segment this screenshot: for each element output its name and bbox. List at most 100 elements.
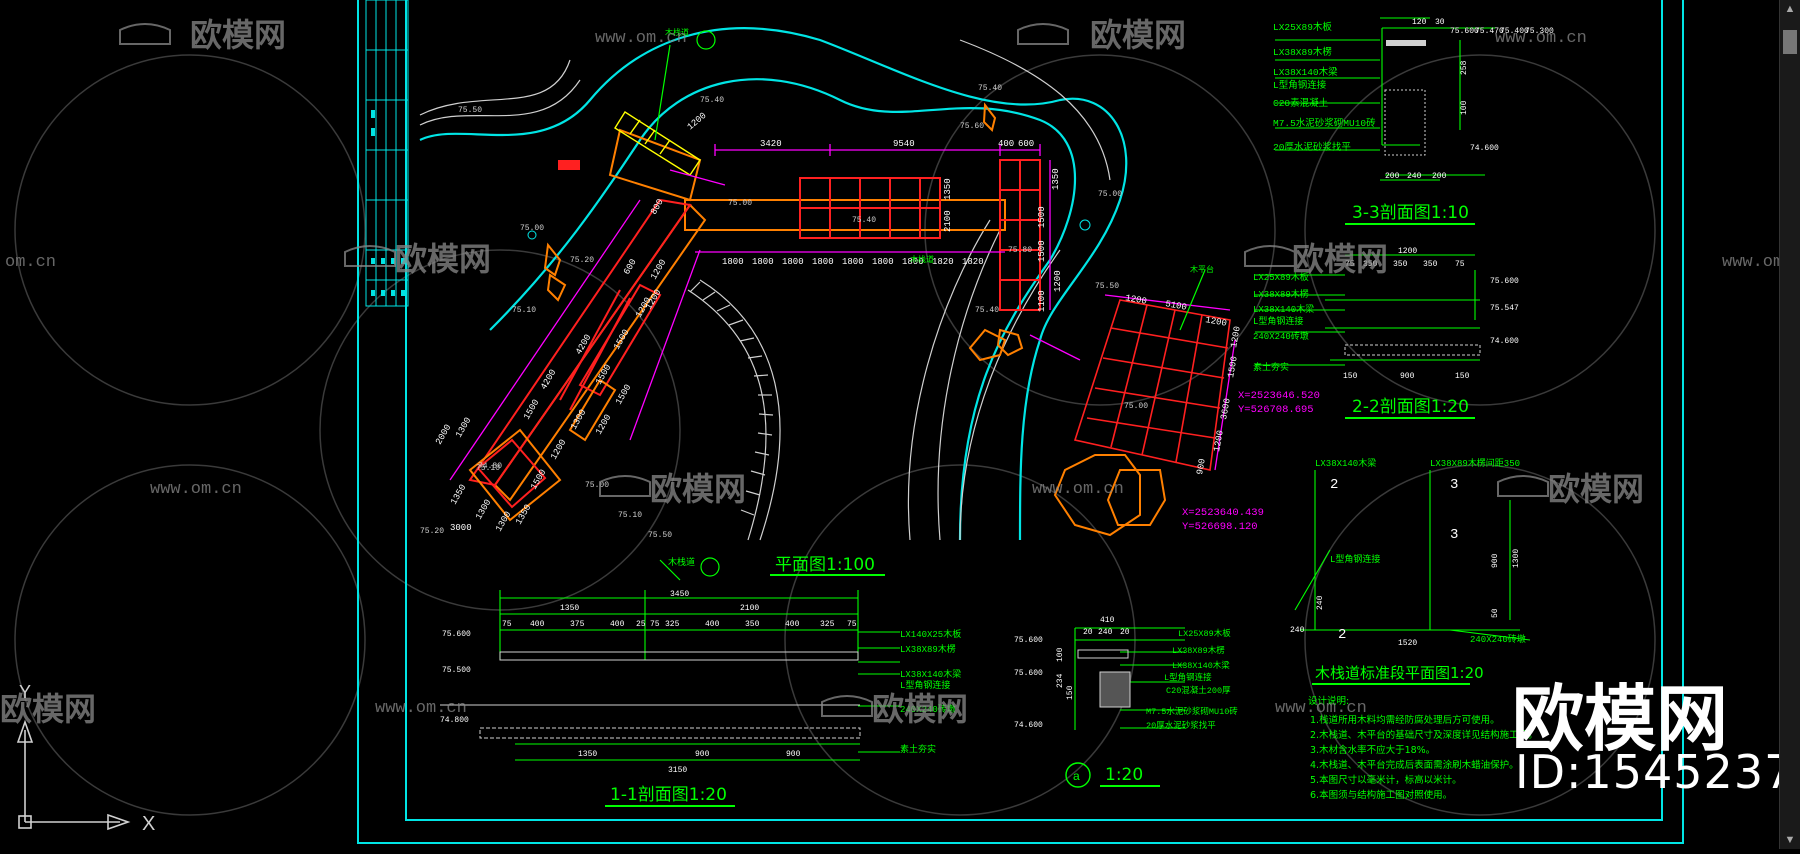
level-5: 75.10 [512, 306, 536, 315]
level-3: 75.00 [520, 224, 544, 233]
plan-dim-diag-19: 1500 [614, 383, 633, 407]
plan-title: 平面图1:100 [770, 555, 885, 576]
sa-label-3: LX38X140木梁 [1172, 660, 1230, 671]
s22-dim-12: 150 [1455, 372, 1470, 381]
s22-dim-1: 1200 [1398, 247, 1417, 256]
scrollbar-thumb[interactable] [1783, 30, 1797, 54]
boardwalk-diagonal [468, 128, 707, 522]
sa-marker: a [1073, 769, 1080, 783]
coord2-x: X=2523640.439 [1182, 507, 1264, 519]
platform-dim-7: 1200 [1212, 430, 1226, 453]
s33-label-3: LX38X140木梁 [1273, 66, 1338, 78]
s22-dim-8: 75.547 [1490, 304, 1519, 313]
wd-dim-5: 1300 [1512, 549, 1521, 568]
platform-dim-1: 1200 [1124, 293, 1147, 307]
plan-dim-right-6: 1100 [1037, 290, 1047, 312]
sa-dim-2: 20 [1083, 628, 1093, 637]
sa-label-4: L型角钢连接 [1164, 672, 1212, 683]
stepping-stones [687, 279, 781, 541]
notes-item-5: 5.本图尺寸以毫米计，标高以米计。 [1310, 774, 1462, 786]
wd-title: 木栈道标准段平面图1:20 [1315, 664, 1484, 682]
wd-label-1: LX38X140木梁 [1315, 457, 1376, 469]
wd-dim-3: 240 [1290, 626, 1305, 635]
sa-title: 1:20 [1105, 765, 1143, 785]
s22-title: 2-2剖面图1:20 [1352, 397, 1469, 417]
vertical-scrollbar[interactable]: ▲ ▼ [1779, 0, 1800, 849]
s33-dim-10: 240 [1407, 172, 1422, 181]
level-15: 75.10 [618, 511, 642, 520]
s11-label-6: 素土夯实 [900, 743, 936, 755]
level-8: 75.60 [960, 122, 984, 131]
s22-label-3: LX38X140木梁 [1253, 303, 1314, 315]
s33-dim-3: 75.600 [1450, 27, 1479, 36]
wm-url-7: www.om.cn [375, 699, 467, 718]
s22-dim-4: 350 [1393, 260, 1408, 269]
plan-callouts: 木栈道 木平台 木栈道 [665, 27, 1214, 274]
sa-dim-1: 410 [1100, 616, 1115, 625]
sa-dim-10: 150 [1066, 685, 1075, 700]
s11-label-4: L型角钢连接 [900, 679, 950, 691]
scroll-down-icon[interactable]: ▼ [1784, 834, 1796, 846]
level-16: 75.50 [648, 531, 672, 540]
wd-label-2: LX38X89木楞间距350 [1430, 457, 1520, 469]
plan-dim-diag-23: 3000 [450, 523, 472, 533]
wm-brand-1: 欧模网 [190, 16, 286, 54]
platform-dim-2: 5100 [1164, 299, 1187, 313]
s11-label-5: 240X240砖墩 [900, 703, 956, 715]
s11-label-2: LX38X89木楞 [900, 643, 956, 655]
watermarks: 欧模网 欧模网 欧模网 欧模网 欧模网 欧模网 欧模网 欧模网 www.om.c… [0, 16, 1800, 728]
ucs-y-label: Y [19, 682, 31, 702]
plan-dim-row-8: 1820 [932, 257, 954, 267]
s33-dim-2: 30 [1435, 18, 1445, 27]
sa-label-6: M7.5水泥砂浆砌MU10砖 [1146, 706, 1238, 717]
s22-dim-11: 900 [1400, 372, 1415, 381]
plan-coords: X=2523646.520 Y=526708.695 X=2523640.439… [1182, 390, 1320, 533]
s33-dim-7: 258 [1460, 60, 1469, 75]
s11-mid-2: 400 [530, 620, 545, 629]
title-block-marks [371, 110, 405, 296]
sa-dim-7: 74.600 [1014, 721, 1043, 730]
level-platform: 75.00 [1124, 402, 1148, 411]
plan-dim-diag-3: 1200 [686, 111, 709, 133]
s11-title: 1-1剖面图1:20 [610, 785, 727, 805]
ucs-x-label: X [142, 813, 155, 835]
level-17: 75.00 [728, 199, 752, 208]
s11-mid-6: 75 [650, 620, 660, 629]
s22-dim-10: 150 [1343, 372, 1358, 381]
wm-url-1: www.om.cn [595, 29, 687, 48]
wm-brand-5: 欧模网 [650, 470, 746, 508]
s11-mid-4: 400 [610, 620, 625, 629]
wm-url-3: om.cn [5, 253, 56, 272]
section-a: LX25X89木板 LX38X89木楞 LX38X140木梁 L型角钢连接 C2… [1014, 616, 1238, 788]
plan-dim-diag-6: 4200 [539, 368, 558, 392]
plan-dim-top-1: 3420 [760, 139, 782, 149]
plan-dim-row-2: 1800 [752, 257, 774, 267]
level-main: 75.40 [852, 216, 876, 225]
plan-dim-top-2: 9540 [893, 139, 915, 149]
plan-dim-right-3: 2100 [943, 210, 953, 232]
wm-url-5: www.om.cn [150, 480, 242, 499]
s33-label-4: L型角钢连接 [1273, 79, 1327, 91]
plan-dim-row-9: 1820 [962, 257, 984, 267]
section-11: LX140X25木板 LX38X89木楞 LX38X140木梁 L型角钢连接 2… [440, 556, 961, 807]
plan-dim-top-4: 600 [1018, 139, 1034, 149]
level-2: 75.40 [700, 96, 724, 105]
s11-bot-4: 3150 [668, 766, 687, 775]
s11-bot-2: 900 [695, 750, 710, 759]
scroll-up-icon[interactable]: ▲ [1784, 3, 1796, 15]
s11-mid-7: 325 [665, 620, 680, 629]
notes-item-4: 4.木栈道、木平台完成后表面需涂刷木蜡油保护。 [1310, 759, 1519, 771]
wd-label-3: L型角钢连接 [1330, 553, 1380, 565]
level-left: 74.80 [478, 462, 502, 471]
callout-boardwalk: 木栈道 [665, 27, 689, 37]
plan-dim-row-1: 1800 [722, 257, 744, 267]
sa-dim-8: 234 [1056, 673, 1065, 688]
level-10: 75.40 [975, 306, 999, 315]
s22-label-4: L型角钢连接 [1253, 315, 1303, 327]
svg-text:2: 2 [1330, 477, 1338, 493]
s33-dim-5: 75.400 [1500, 27, 1529, 36]
terrain-lines [419, 39, 1111, 541]
s11-level-1: 75.600 [442, 630, 471, 639]
